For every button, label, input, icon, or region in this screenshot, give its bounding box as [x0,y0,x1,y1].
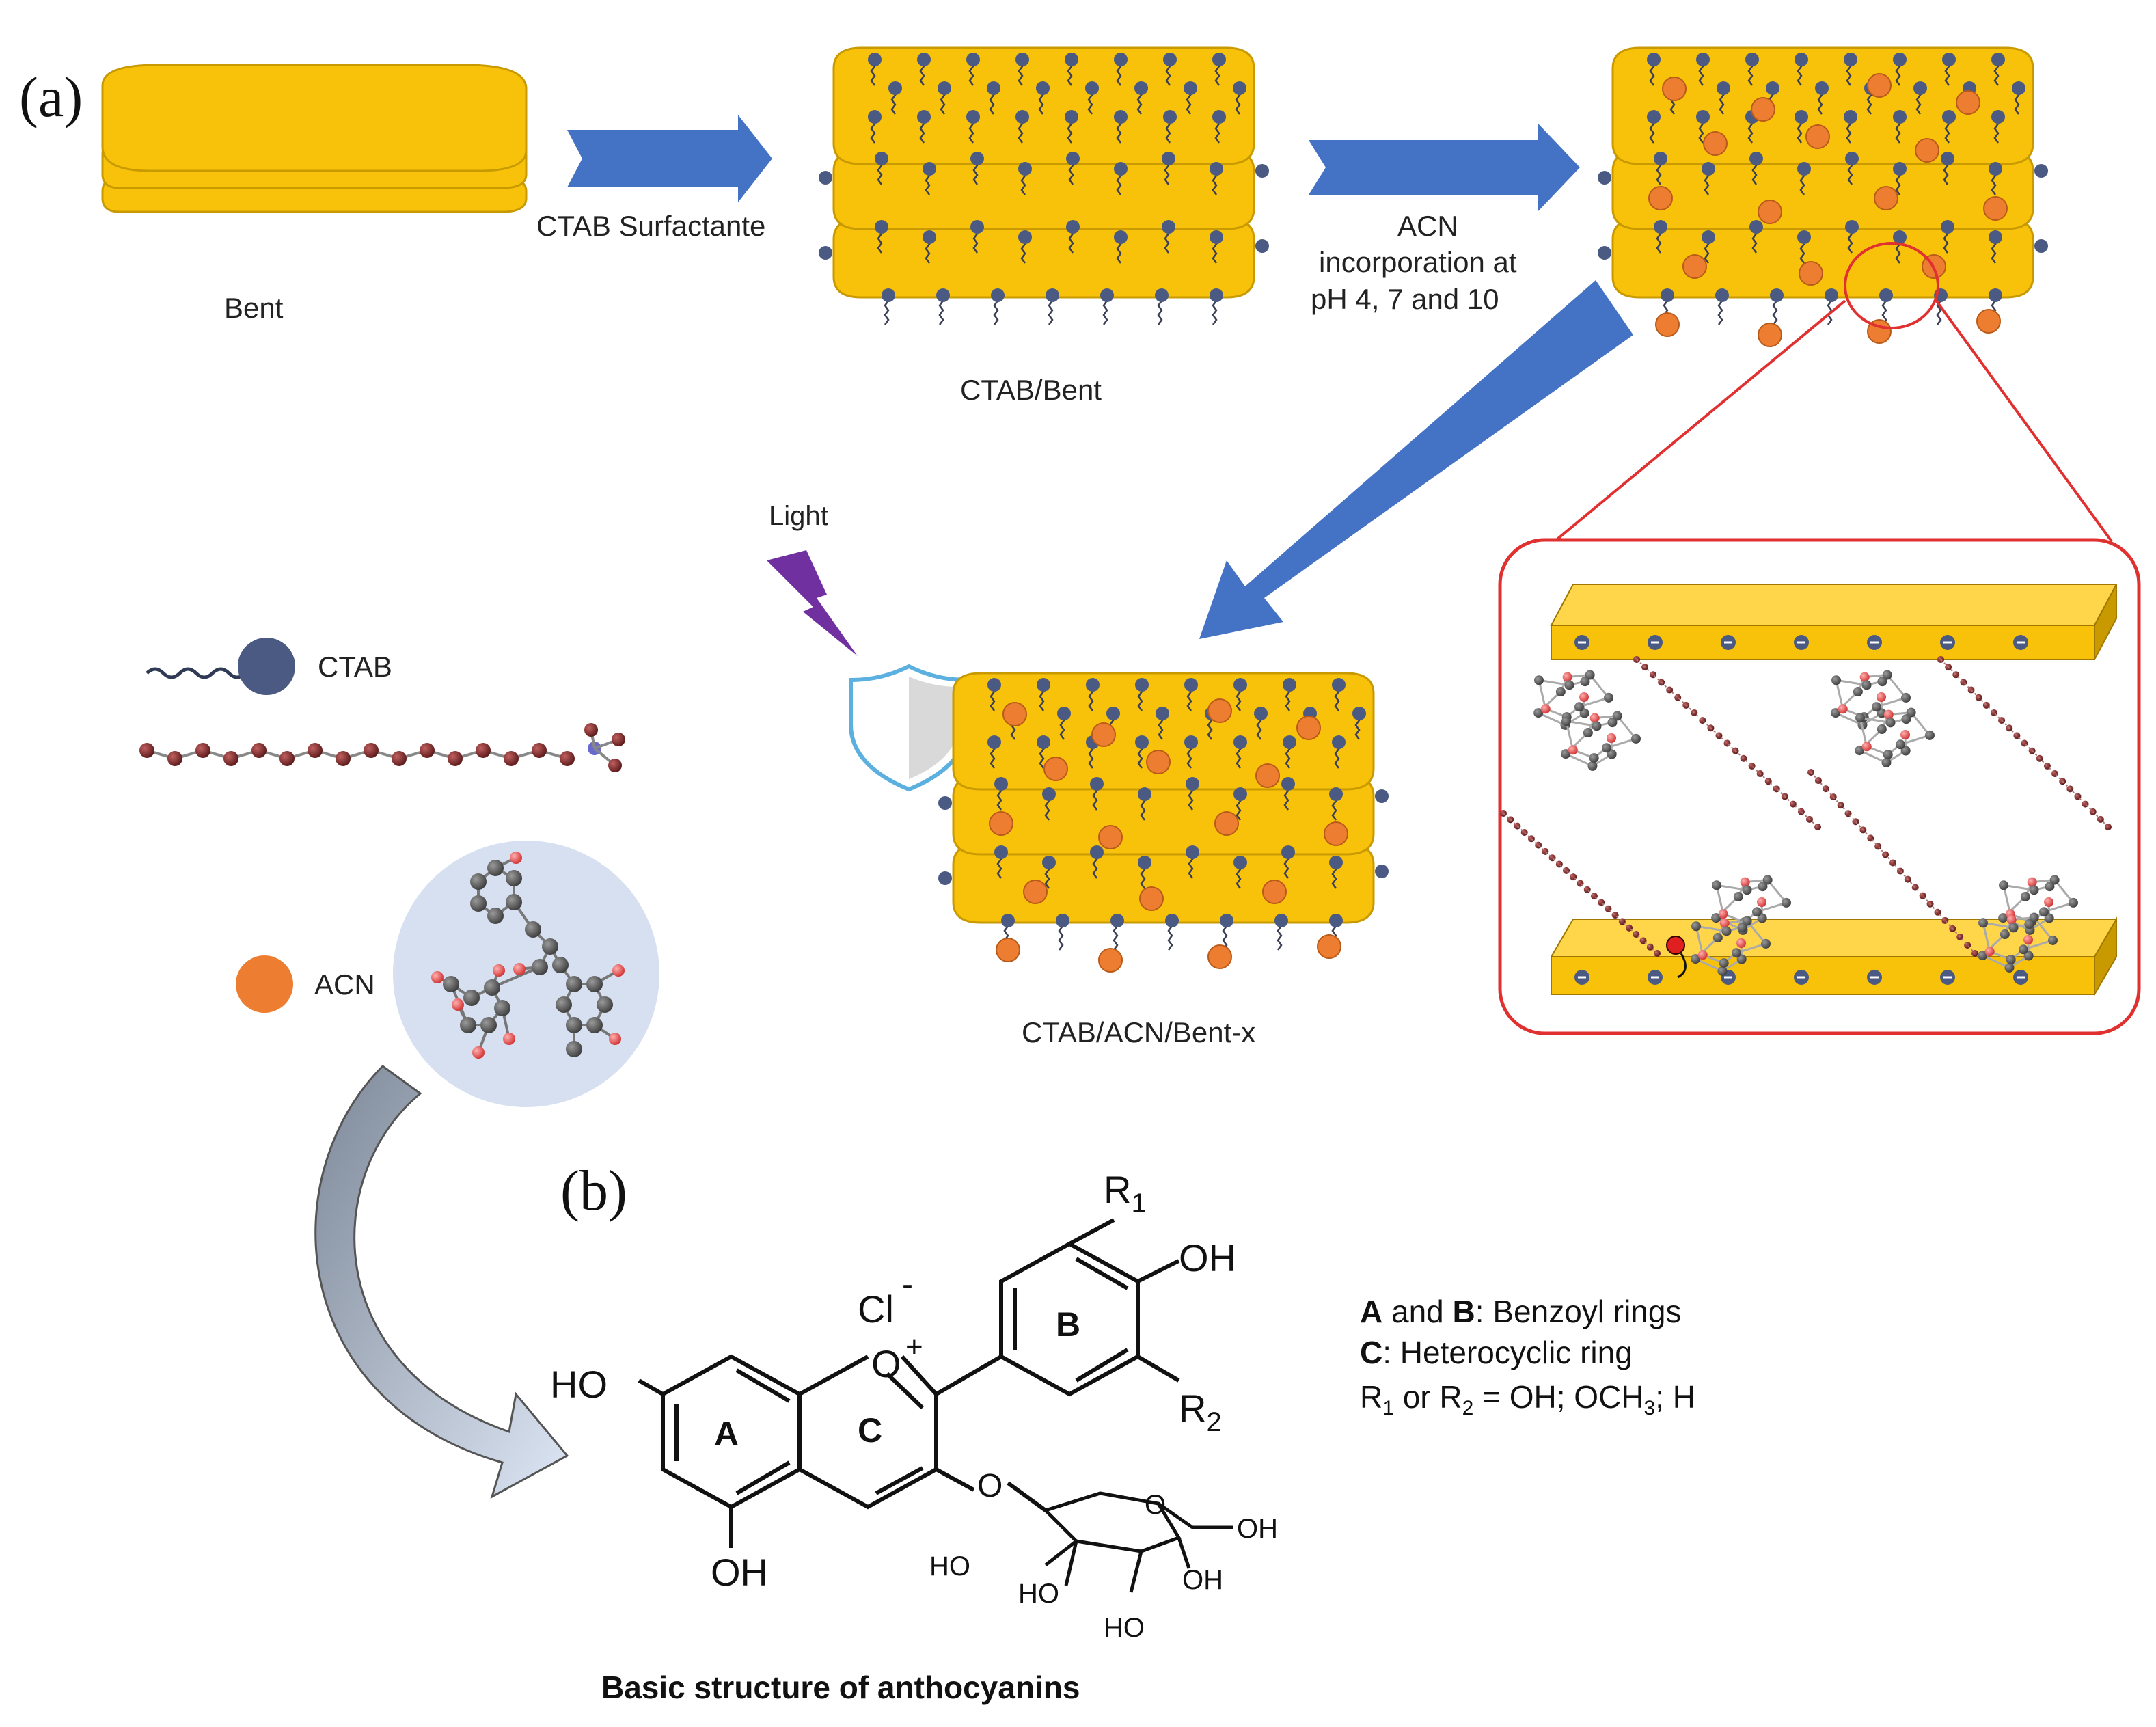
ho-a-label: HO [550,1363,608,1406]
acn-incorporation-line3: pH 4, 7 and 10 [1311,283,1499,315]
process-arrow-2 [1309,123,1580,212]
acn-incorporation-line1: ACN [1397,210,1458,242]
counter-ion-label: Cl [858,1288,894,1331]
ring-b-label: B [1056,1305,1080,1344]
final-label: CTAB/ACN/Bent-x [1022,1016,1255,1048]
ctab-acn-bent-x-stack [938,672,1389,973]
oxonium-charge: + [905,1330,923,1363]
acn-molecule-model [393,841,659,1107]
zoom-line-right [1934,298,2113,543]
sugar-ring-o-label: O [1145,1490,1166,1520]
shield-icon [849,664,969,792]
bent-label: Bent [224,292,284,324]
light-label: Light [769,501,828,531]
r2-label: R2 [1179,1387,1222,1437]
legend-acn-icon [236,955,293,1013]
sugar-ho-bottom2-label: HO [1104,1613,1145,1643]
acn-incorporation-line2: incorporation at [1319,246,1517,278]
lightning-icon [767,550,858,656]
curved-arrow [314,1065,569,1499]
oxonium-o-label: O [871,1342,901,1385]
legend-ctab-label: CTAB [318,651,392,683]
ring-a-label: A [714,1415,739,1453]
zoom-circle [1844,242,1939,329]
process-arrow-1 [567,115,772,202]
ring-c-label: C [858,1411,882,1450]
glycoside-o-label: O [977,1468,1002,1504]
legend-acn-label: ACN [314,968,375,1001]
counter-ion-charge: - [902,1266,913,1303]
process-arrow-3 [1199,280,1633,639]
structure-legend-line3: R1 or R2 = OH; OCH3; H [1360,1379,1695,1419]
zoom-line-left [1553,299,1846,543]
sugar-oh-ch2-label: OH [1237,1514,1278,1544]
sugar-ho-left-label: HO [929,1551,970,1581]
anthocyanin-caption: Basic structure of anthocyanins [601,1670,1080,1705]
sugar-ho-bottom-label: HO [1018,1579,1059,1609]
ctab-bent-label: CTAB/Bent [960,374,1102,406]
panel-a-label: (a) [19,66,83,129]
oh-b-label: OH [1179,1236,1236,1279]
ctab-molecule-model [139,723,625,772]
ctab-bent-stack [819,46,1269,325]
ctab-acn-bent-stack [1598,46,2048,347]
anthocyanin-structure [638,1218,1233,1593]
structure-legend-line2: C: Heterocyclic ring [1360,1335,1633,1370]
ctab-surfactant-label: CTAB Surfactante [536,210,765,242]
sugar-oh-right-label: OH [1182,1565,1223,1595]
oh-a-bottom-label: OH [711,1551,768,1594]
legend-ctab-icon [146,638,295,695]
panel-b-label: (b) [560,1159,627,1223]
zoom-detail-box [1498,538,2141,1035]
r1-label: R1 [1104,1168,1147,1219]
structure-legend-line1: A and B: Benzoyl rings [1360,1294,1681,1329]
bent-clay-stack [101,64,528,213]
